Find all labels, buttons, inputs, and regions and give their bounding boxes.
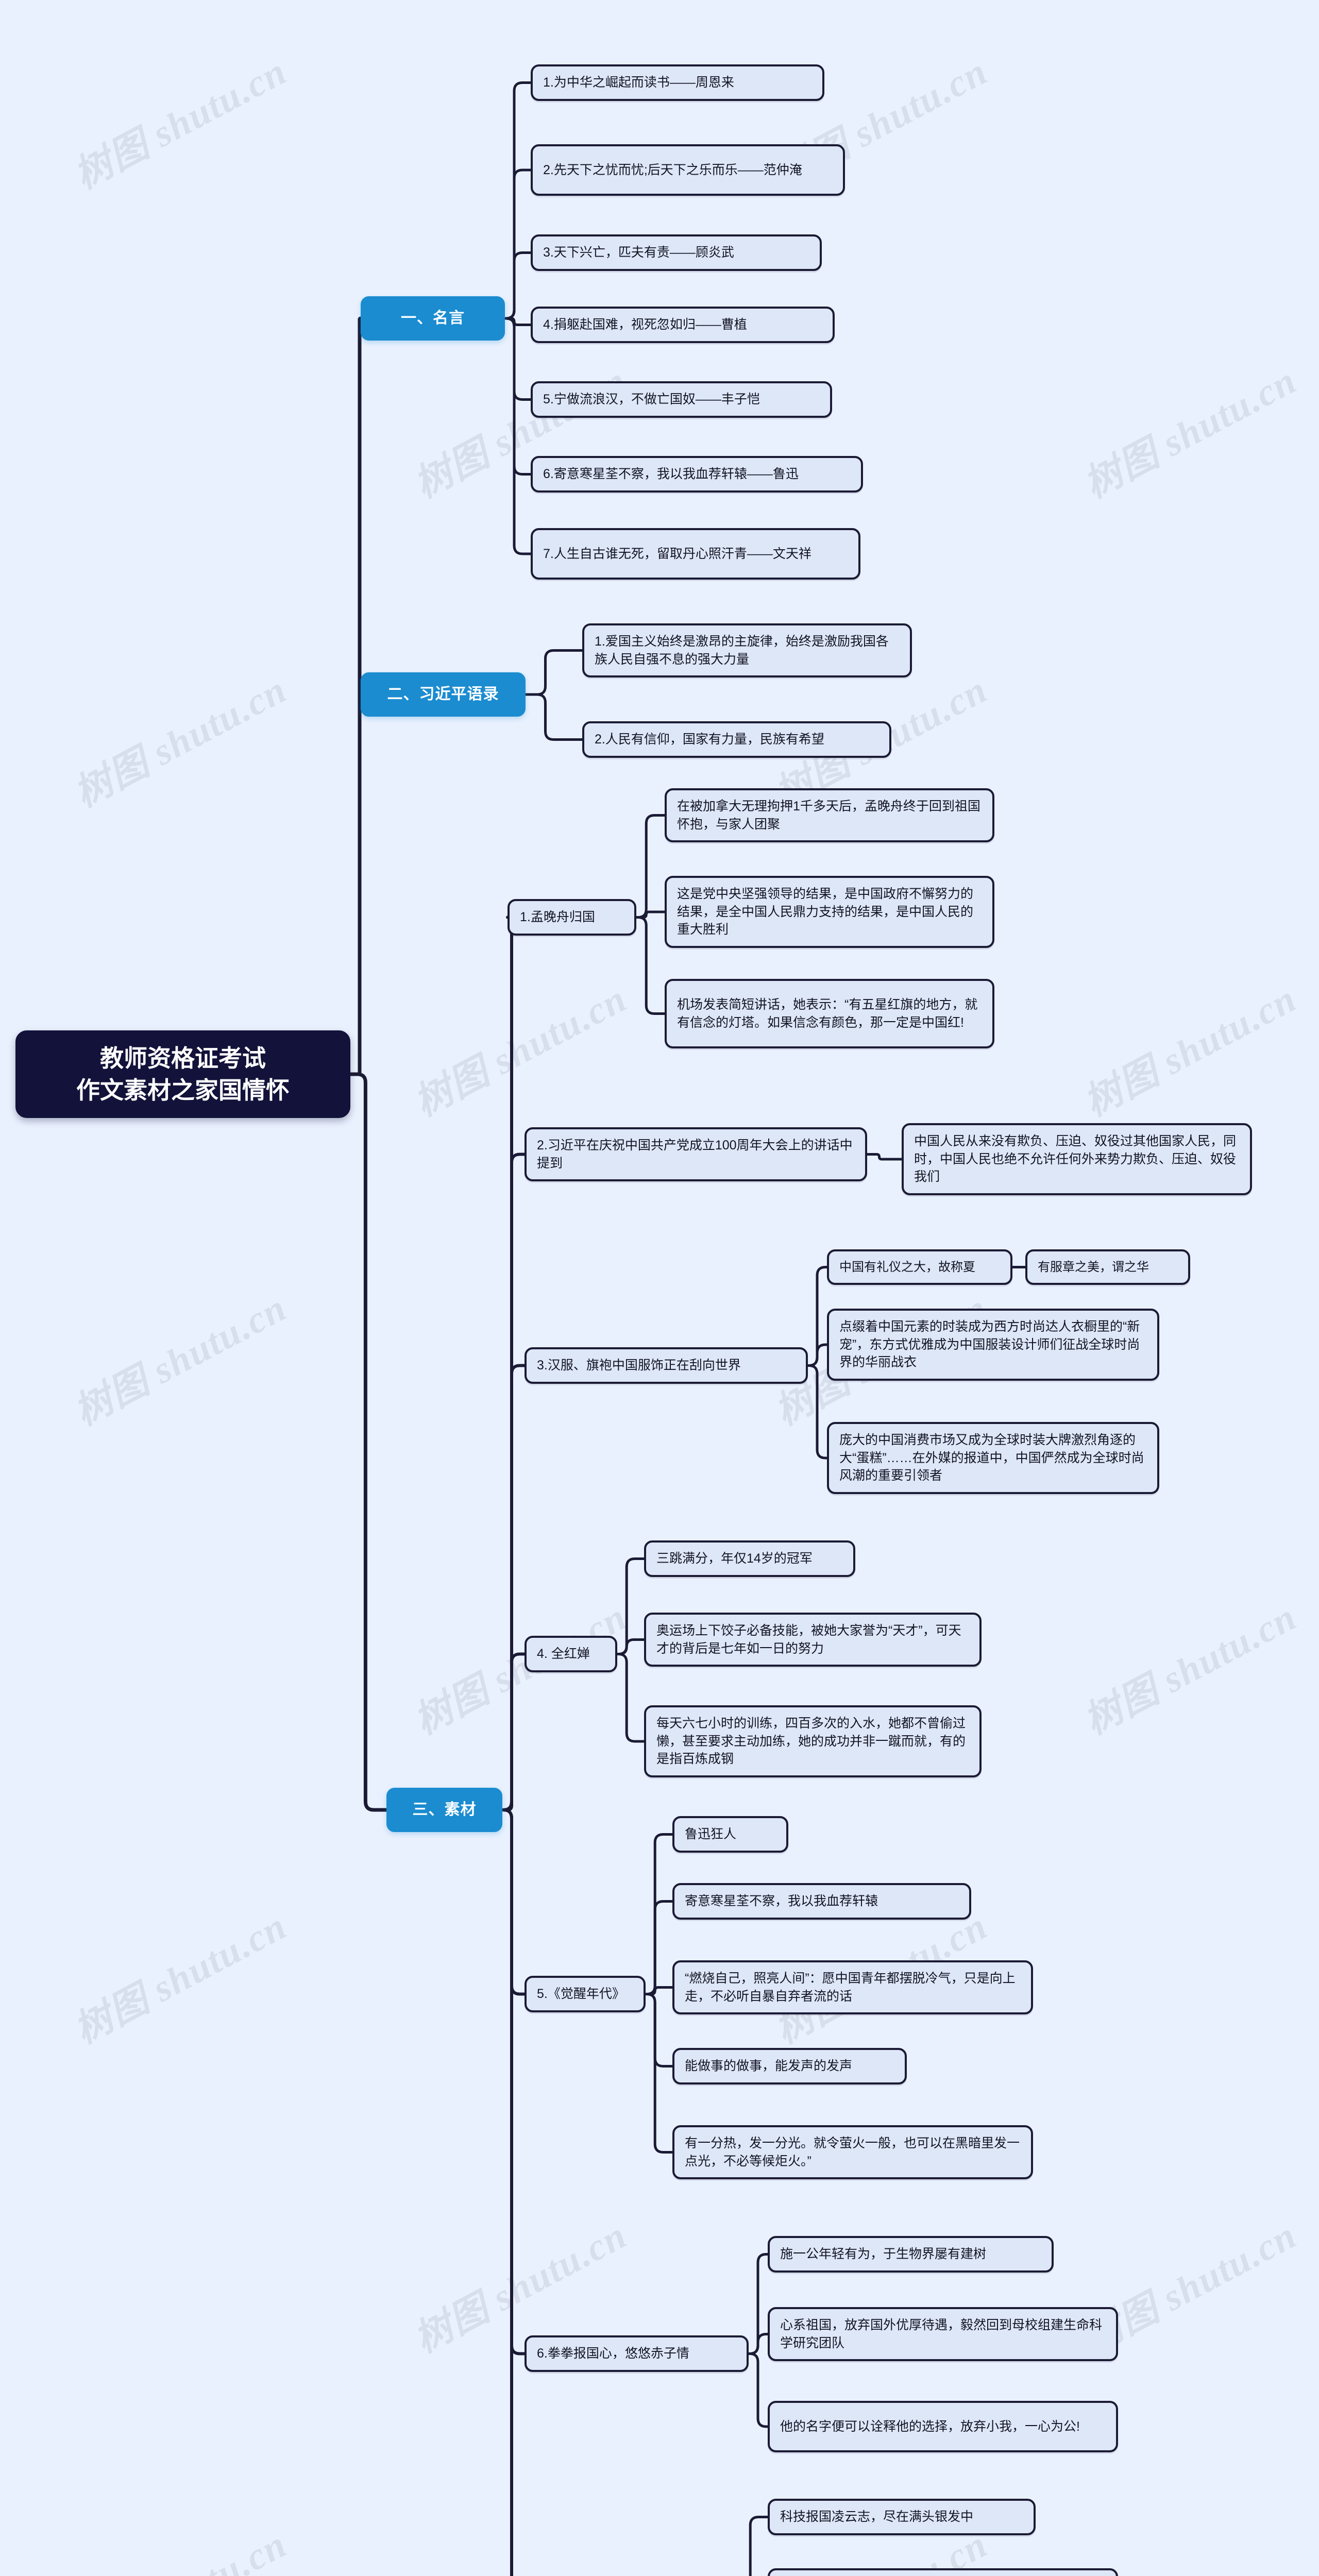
leaf-xijinping-1[interactable]: 1.爱国主义始终是激昂的主旋律，始终是激励我国各族人民自强不息的强大力量 <box>582 623 912 677</box>
leaf-text: 每天六七小时的训练，四百多次的入水，她都不曾偷过懒，甚至要求主动加练，她的成功并… <box>656 1716 966 1766</box>
leaf-baoguoxin-1[interactable]: 施一公年轻有为，于生物界屡有建树 <box>768 2236 1054 2273</box>
leaf-xijinping-2[interactable]: 2.人民有信仰，国家有力量，民族有希望 <box>582 721 891 758</box>
root-node[interactable]: 教师资格证考试作文素材之家国情怀 <box>15 1030 350 1118</box>
leaf-text: 他的名字便可以诠释他的选择，放弃小我，一心为公! <box>780 2419 1080 2434</box>
leaf-mingyan-5[interactable]: 5.宁做流浪汉，不做亡国奴——丰子恺 <box>531 381 832 418</box>
leaf-mingyan-4[interactable]: 4.捐躯赴国难，视死忽如归——曹植 <box>531 307 835 343</box>
branch-hanfu[interactable]: 3.汉服、旗袍中国服饰正在刮向世界 <box>525 1347 808 1384</box>
leaf-qiangguochizixin-2[interactable]: 86岁高龄的张存浩，思路清晰而快捷，话语坚定而自信：“中国的科学技术还不是世界第… <box>768 2568 1118 2576</box>
leaf-text: 三跳满分，年仅14岁的冠军 <box>656 1551 813 1566</box>
leaf-juexingniandai-3[interactable]: “燃烧自己，照亮人间”：愿中国青年都摆脱冷气，只是向上走，不必听自暴自弃者流的话 <box>672 1960 1033 2014</box>
leaf-hanfu-1-sub[interactable]: 有服章之美，谓之华 <box>1025 1249 1190 1285</box>
leaf-text: 2.先天下之忧而忧;后天下之乐而乐——范仲淹 <box>543 162 802 177</box>
branch-label: 2.习近平在庆祝中国共产党成立100周年大会上的讲话中提到 <box>537 1138 853 1171</box>
leaf-text: 在被加拿大无理拘押1千多天后，孟晚舟终于回到祖国怀抱，与家人团聚 <box>677 799 980 832</box>
leaf-text: 4.捐躯赴国难，视死忽如归——曹植 <box>543 317 747 332</box>
leaf-mingyan-6[interactable]: 6.寄意寒星荃不察，我以我血荐轩辕——鲁迅 <box>531 456 863 493</box>
leaf-text: 1.爱国主义始终是激昂的主旋律，始终是激励我国各族人民自强不息的强大力量 <box>595 634 889 667</box>
branch-label: 5.《觉醒年代》 <box>537 1987 625 2001</box>
section-label: 二、习近平语录 <box>387 686 499 703</box>
leaf-mengwanzhou-2[interactable]: 这是党中央坚强领导的结果，是中国政府不懈努力的结果，是全中国人民鼎力支持的结果，… <box>665 876 994 948</box>
leaf-juexingniandai-1[interactable]: 鲁迅狂人 <box>672 1816 788 1853</box>
leaf-text: “燃烧自己，照亮人间”：愿中国青年都摆脱冷气，只是向上走，不必听自暴自弃者流的话 <box>685 1971 1016 2004</box>
leaf-quanhongchan-3[interactable]: 每天六七小时的训练，四百多次的入水，她都不曾偷过懒，甚至要求主动加练，她的成功并… <box>644 1705 982 1777</box>
leaf-text: 5.宁做流浪汉，不做亡国奴——丰子恺 <box>543 392 760 406</box>
branch-label: 6.拳拳报国心，悠悠赤子情 <box>537 2346 689 2361</box>
leaf-text: 机场发表简短讲话，她表示：“有五星红旗的地方，就有信念的灯塔。如果信念有颜色，那… <box>677 997 978 1030</box>
section-label: 一、名言 <box>401 310 465 327</box>
branch-juexingniandai[interactable]: 5.《觉醒年代》 <box>525 1976 646 2012</box>
leaf-text: 能做事的做事，能发声的发声 <box>685 2059 853 2073</box>
leaf-text: 有服章之美，谓之华 <box>1038 1260 1149 1274</box>
leaf-mingyan-7[interactable]: 7.人生自古谁无死，留取丹心照汗青——文天祥 <box>531 528 860 580</box>
section-header-xijinping[interactable]: 二、习近平语录 <box>361 672 526 717</box>
leaf-text: 寄意寒星荃不察，我以我血荐轩辕 <box>685 1894 878 1908</box>
leaf-text: 科技报国凌云志，尽在满头银发中 <box>780 2510 974 2524</box>
leaf-jianghua100-1[interactable]: 中国人民从来没有欺负、压迫、奴役过其他国家人民，同时，中国人民也绝不允许任何外来… <box>902 1123 1252 1195</box>
leaf-text: 施一公年轻有为，于生物界屡有建树 <box>780 2247 987 2261</box>
branch-label: 1.孟晚舟归国 <box>520 910 595 924</box>
leaf-baoguoxin-2[interactable]: 心系祖国，放弃国外优厚待遇，毅然回到母校组建生命科学研究团队 <box>768 2307 1118 2361</box>
leaf-mengwanzhou-3[interactable]: 机场发表简短讲话，她表示：“有五星红旗的地方，就有信念的灯塔。如果信念有颜色，那… <box>665 979 994 1048</box>
leaf-mingyan-3[interactable]: 3.天下兴亡，匹夫有责——顾炎武 <box>531 234 822 271</box>
branch-mengwanzhou[interactable]: 1.孟晚舟归国 <box>508 899 636 936</box>
branch-label: 3.汉服、旗袍中国服饰正在刮向世界 <box>537 1358 741 1372</box>
leaf-juexingniandai-4[interactable]: 能做事的做事，能发声的发声 <box>672 2048 907 2084</box>
leaf-juexingniandai-5[interactable]: 有一分热，发一分光。就令萤火一般，也可以在黑暗里发一点光，不必等候炬火。” <box>672 2125 1033 2179</box>
leaf-quanhongchan-1[interactable]: 三跳满分，年仅14岁的冠军 <box>644 1540 855 1577</box>
leaf-hanfu-3[interactable]: 庞大的中国消费市场又成为全球时装大牌激烈角逐的大“蛋糕”……在外媒的报道中，中国… <box>827 1422 1159 1494</box>
leaf-baoguoxin-3[interactable]: 他的名字便可以诠释他的选择，放弃小我，一心为公! <box>768 2401 1118 2452</box>
root-title: 教师资格证考试作文素材之家国情怀 <box>76 1044 290 1104</box>
leaf-text: 点缀着中国元素的时装成为西方时尚达人衣橱里的“新宠”，东方式优雅成为中国服装设计… <box>839 1319 1140 1369</box>
section-header-sucai[interactable]: 三、素材 <box>386 1788 502 1832</box>
leaf-text: 心系祖国，放弃国外优厚待遇，毅然回到母校组建生命科学研究团队 <box>780 2318 1103 2350</box>
leaf-quanhongchan-2[interactable]: 奥运场上下饺子必备技能，被她大家誉为“天才”，可天才的背后是七年如一日的努力 <box>644 1613 982 1667</box>
leaf-text: 6.寄意寒星荃不察，我以我血荐轩辕——鲁迅 <box>543 467 799 481</box>
leaf-text: 庞大的中国消费市场又成为全球时装大牌激烈角逐的大“蛋糕”……在外媒的报道中，中国… <box>839 1433 1144 1483</box>
branch-label: 4. 全红婵 <box>537 1647 590 1661</box>
branch-jianghua100[interactable]: 2.习近平在庆祝中国共产党成立100周年大会上的讲话中提到 <box>525 1127 867 1181</box>
leaf-mengwanzhou-1[interactable]: 在被加拿大无理拘押1千多天后，孟晚舟终于回到祖国怀抱，与家人团聚 <box>665 788 994 842</box>
leaf-text: 中国有礼仪之大，故称夏 <box>839 1260 975 1274</box>
leaf-juexingniandai-2[interactable]: 寄意寒星荃不察，我以我血荐轩辕 <box>672 1883 971 1920</box>
section-header-mingyan[interactable]: 一、名言 <box>361 296 505 341</box>
leaf-text: 鲁迅狂人 <box>685 1827 737 1841</box>
leaf-hanfu-1[interactable]: 中国有礼仪之大，故称夏 <box>827 1249 1012 1285</box>
branch-baoguoxin[interactable]: 6.拳拳报国心，悠悠赤子情 <box>525 2335 749 2372</box>
leaf-mingyan-1[interactable]: 1.为中华之崛起而读书——周恩来 <box>531 64 824 101</box>
section-label: 三、素材 <box>412 1801 477 1819</box>
leaf-text: 3.天下兴亡，匹夫有责——顾炎武 <box>543 245 734 260</box>
leaf-hanfu-2[interactable]: 点缀着中国元素的时装成为西方时尚达人衣橱里的“新宠”，东方式优雅成为中国服装设计… <box>827 1309 1159 1381</box>
leaf-text: 奥运场上下饺子必备技能，被她大家誉为“天才”，可天才的背后是七年如一日的努力 <box>656 1623 961 1656</box>
leaf-text: 有一分热，发一分光。就令萤火一般，也可以在黑暗里发一点光，不必等候炬火。” <box>685 2136 1020 2168</box>
leaf-text: 1.为中华之崛起而读书——周恩来 <box>543 75 734 90</box>
leaf-text: 7.人生自古谁无死，留取丹心照汗青——文天祥 <box>543 546 811 561</box>
leaf-qiangguochizixin-1[interactable]: 科技报国凌云志，尽在满头银发中 <box>768 2499 1036 2535</box>
leaf-text: 2.人民有信仰，国家有力量，民族有希望 <box>595 732 824 747</box>
leaf-text: 这是党中央坚强领导的结果，是中国政府不懈努力的结果，是全中国人民鼎力支持的结果，… <box>677 887 974 937</box>
leaf-mingyan-2[interactable]: 2.先天下之忧而忧;后天下之乐而乐——范仲淹 <box>531 144 845 196</box>
leaf-text: 中国人民从来没有欺负、压迫、奴役过其他国家人民，同时，中国人民也绝不允许任何外来… <box>914 1134 1237 1184</box>
branch-quanhongchan[interactable]: 4. 全红婵 <box>525 1636 617 1672</box>
